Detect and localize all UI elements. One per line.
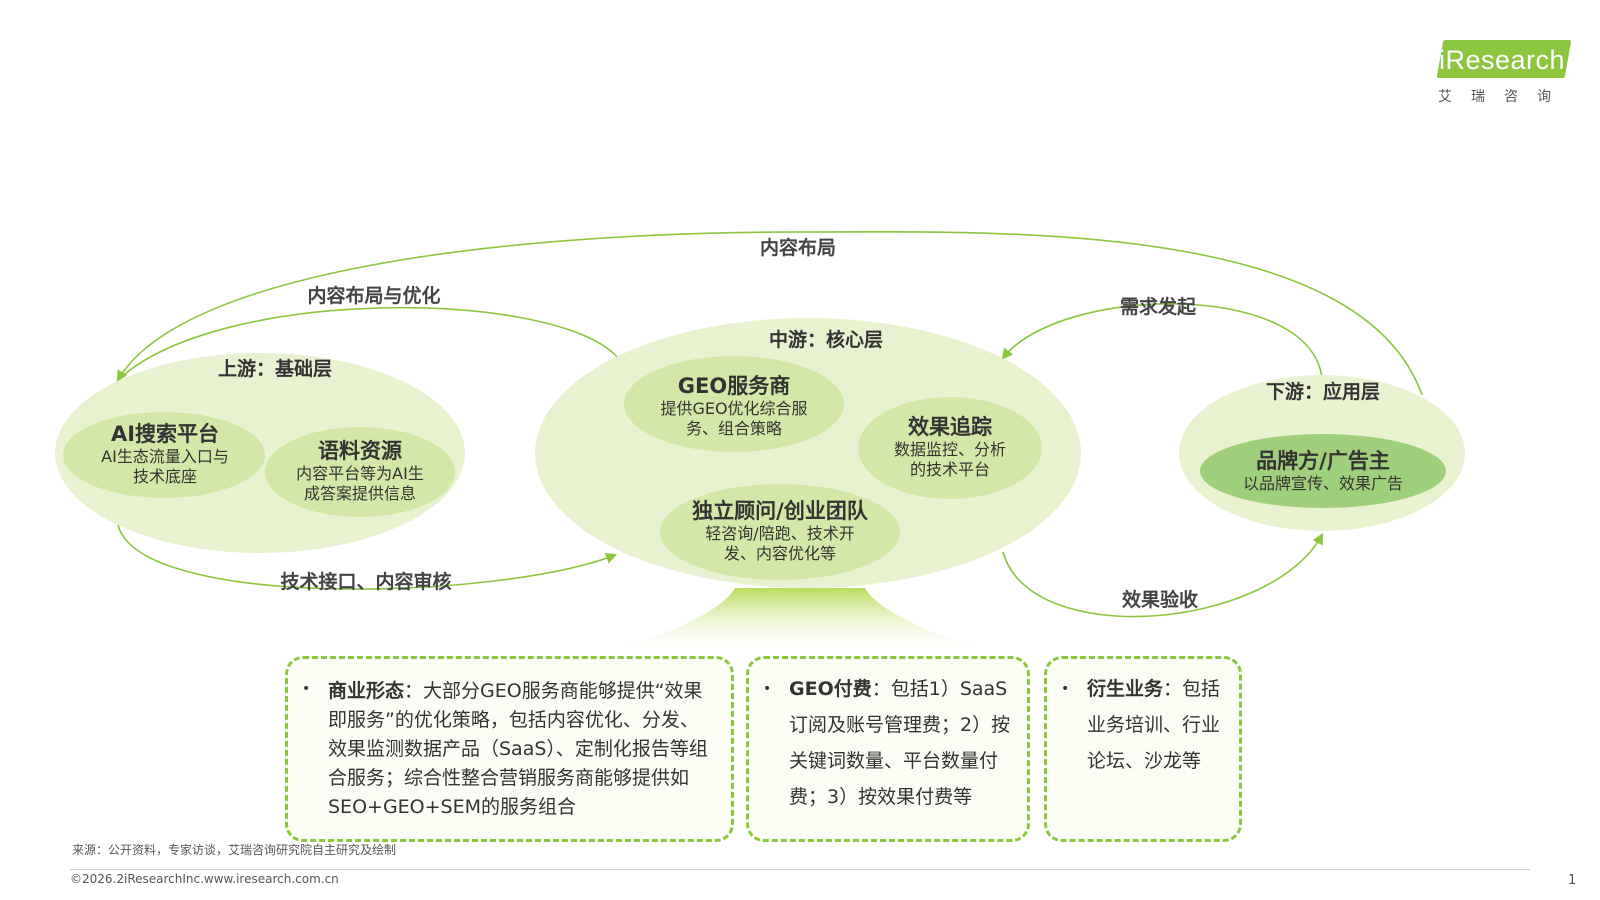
logo-brand: iResearch: [1438, 45, 1566, 75]
ai-search-desc-line1: AI生态流量入口与: [101, 447, 229, 466]
effect-tracking-desc-line2: 的技术平台: [910, 460, 990, 479]
consultant-ellipse: [660, 484, 900, 580]
derivative-business-body: ：包括业务培训、行业论坛、沙龙等: [1087, 678, 1221, 772]
business-model-text: 商业形态：大部分GEO服务商能够提供“效果即服务”的优化策略，包括内容优化、分发…: [328, 677, 717, 822]
label-top-arc: 内容布局: [760, 236, 836, 259]
derivative-business-text: 衍生业务：包括业务培训、行业论坛、沙龙等: [1087, 671, 1225, 779]
consultant-desc-line1: 轻咨询/陪跑、技术开: [705, 524, 854, 543]
geo-payment-text: GEO付费：包括1）SaaS订阅及账号管理费；2）按关键词数量、平台数量付费；3…: [789, 671, 1013, 815]
corpus-desc-line2: 成答案提供信息: [304, 484, 416, 503]
label-upper-left-arc: 内容布局与优化: [307, 284, 440, 307]
logo-cn: 艾瑞咨询: [1438, 89, 1570, 105]
consultant-desc-line2: 发、内容优化等: [724, 544, 836, 563]
funnel-shape: [600, 588, 1000, 655]
midstream-title: 中游：核心层: [769, 328, 883, 351]
brand-name: 品牌方/广告主: [1256, 449, 1390, 473]
top-arc-arrow: [116, 231, 1423, 396]
consultant-name: 独立顾问/创业团队: [692, 499, 869, 523]
bullet-marker: •: [1061, 681, 1070, 697]
upstream-title: 上游：基础层: [218, 357, 332, 380]
corpus-ellipse: [265, 427, 455, 517]
geo-provider-desc-line1: 提供GEO优化综合服: [660, 399, 807, 418]
effect-tracking-desc-line1: 数据监控、分析: [894, 440, 1006, 459]
label-lower-left-arc: 技术接口、内容审核: [280, 570, 451, 593]
brand-ellipse: [1200, 434, 1446, 508]
copyright: ©2026.2iResearchInc.www.iresearch.com.cn: [70, 872, 339, 886]
iresearch-logo: iResearch 艾瑞咨询: [1432, 40, 1572, 108]
brand-desc: 以品牌宣传、效果广告: [1243, 474, 1403, 493]
corpus-desc-line1: 内容平台等为AI生: [296, 464, 424, 483]
business-model-label: 商业形态: [328, 680, 405, 702]
geo-provider-desc-line2: 务、组合策略: [686, 419, 782, 438]
corpus-name: 语料资源: [318, 439, 402, 463]
downstream-title: 下游：应用层: [1266, 380, 1380, 403]
geo-payment-label: GEO付费: [789, 678, 872, 700]
right-upper-arc-arrow: [1001, 303, 1323, 379]
right-lower-arc-arrow: [1002, 533, 1324, 618]
label-right-upper-arc: 需求发起: [1120, 295, 1197, 318]
geo-provider-name: GEO服务商: [678, 374, 790, 398]
business-model-box: • 商业形态：大部分GEO服务商能够提供“效果即服务”的优化策略，包括内容优化、…: [285, 656, 734, 842]
bullet-marker: •: [763, 681, 772, 697]
ai-search-name: AI搜索平台: [111, 422, 219, 446]
business-model-body: ：大部分GEO服务商能够提供“效果即服务”的优化策略，包括内容优化、分发、效果监…: [328, 680, 708, 818]
source-note: 来源：公开资料，专家访谈，艾瑞咨询研究院自主研究及绘制: [72, 843, 397, 857]
derivative-business-label: 衍生业务: [1087, 678, 1164, 700]
effect-tracking-ellipse: [858, 397, 1042, 499]
effect-tracking-name: 效果追踪: [908, 415, 992, 439]
geo-provider-ellipse: [624, 356, 844, 452]
page-number: 1: [1568, 873, 1577, 888]
lower-left-arc-arrow: [117, 524, 618, 590]
ai-search-desc-line2: 技术底座: [133, 467, 197, 486]
geo-payment-box: • GEO付费：包括1）SaaS订阅及账号管理费；2）按关键词数量、平台数量付费…: [746, 656, 1030, 842]
upper-left-arc-arrow: [117, 306, 619, 381]
derivative-business-box: • 衍生业务：包括业务培训、行业论坛、沙龙等: [1044, 656, 1242, 842]
label-right-lower-arc: 效果验收: [1122, 588, 1198, 611]
ai-search-ellipse: [63, 412, 265, 498]
bullet-marker: •: [302, 681, 311, 697]
geo-payment-body: ：包括1）SaaS订阅及账号管理费；2）按关键词数量、平台数量付费；3）按效果付…: [789, 678, 1011, 808]
footer-divider: [70, 869, 1530, 870]
